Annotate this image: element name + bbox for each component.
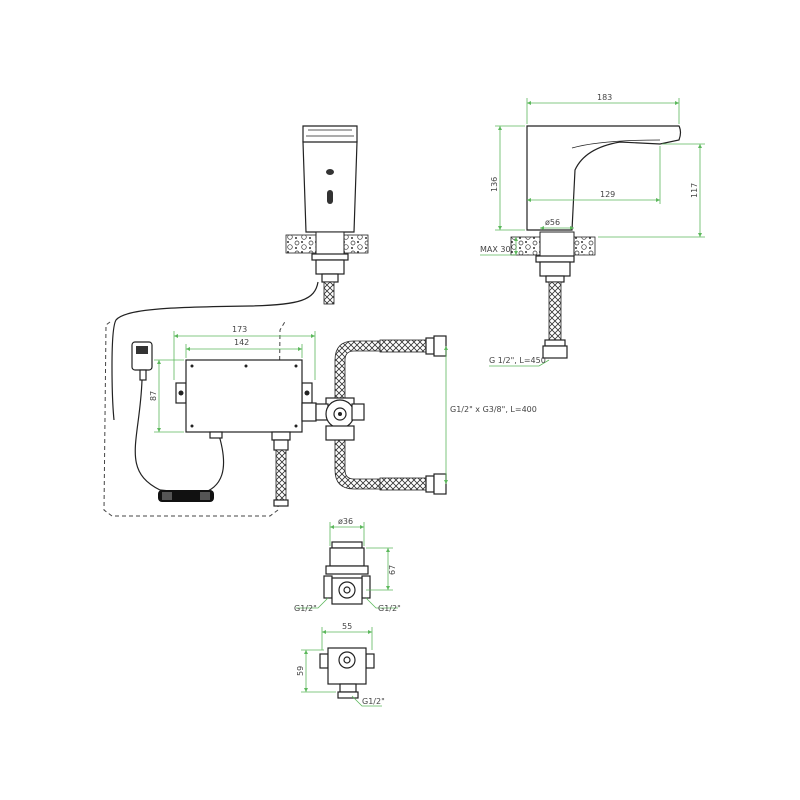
dim-117: 117	[690, 183, 699, 198]
dim-o56: ø56	[545, 218, 560, 227]
bottom-valve-detail	[319, 647, 375, 699]
dim-183: 183	[597, 93, 612, 102]
dim-hose-450: G 1/2", L=450	[489, 356, 546, 365]
dim-max30: MAX 30	[480, 245, 511, 254]
front-faucet-view	[111, 125, 369, 421]
dim-173: 173	[232, 325, 247, 334]
valve-detail	[323, 541, 371, 605]
mixing-valve	[315, 335, 447, 495]
dim-87: 87	[149, 391, 158, 401]
control-unit	[103, 319, 317, 517]
dim-129: 129	[600, 190, 615, 199]
dim-o36: ø36	[338, 517, 353, 526]
dim-142: 142	[234, 338, 249, 347]
dim-valve-right-thread: G1/2"	[378, 604, 401, 613]
dim-67: 67	[388, 565, 397, 575]
side-faucet-view	[480, 98, 705, 367]
dim-55: 55	[342, 622, 352, 631]
dim-bottom-thread: G1/2"	[362, 697, 385, 706]
dim-flex-400: G1/2" x G3/8", L=400	[450, 405, 537, 414]
dim-valve-left-thread: G1/2"	[294, 604, 317, 613]
dim-59: 59	[296, 666, 305, 676]
dim-136: 136	[490, 177, 499, 192]
